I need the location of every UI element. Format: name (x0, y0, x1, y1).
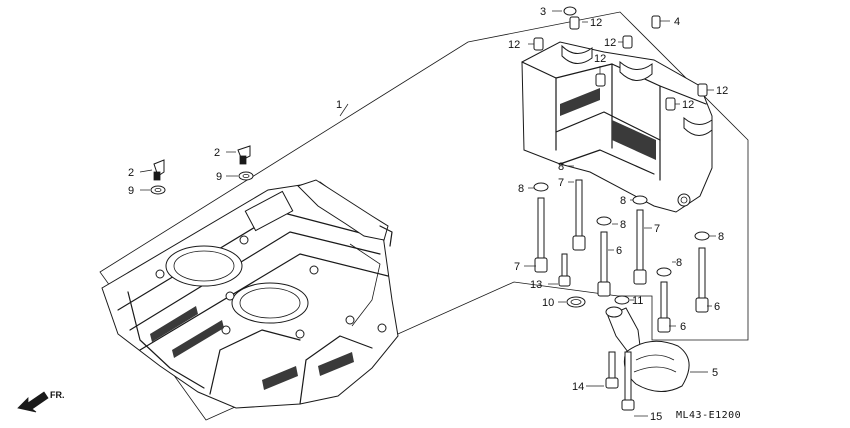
direction-label: FR. (50, 390, 65, 400)
callout-8: 8 (558, 161, 564, 173)
oil-strainer[interactable] (605, 306, 690, 392)
callout-7: 7 (514, 261, 520, 273)
dowel-pin[interactable] (533, 37, 544, 51)
crankcase-bolt[interactable] (596, 216, 612, 297)
crankcase-bolt[interactable] (533, 182, 549, 273)
lower-crankcase[interactable] (101, 179, 399, 409)
callout-7: 7 (558, 177, 564, 189)
callout-2: 2 (128, 167, 134, 179)
arrow-icon (17, 391, 49, 413)
callout-12: 12 (604, 37, 616, 49)
callout-12: 12 (590, 17, 602, 29)
leader-lines (139, 10, 716, 417)
dowel-pin[interactable] (622, 35, 633, 49)
callout-13: 13 (530, 279, 542, 291)
callout-10: 10 (542, 297, 554, 309)
callout-8: 8 (620, 195, 626, 207)
diagram-code: ML43-E1200 (676, 410, 741, 421)
callout-6: 6 (714, 301, 720, 313)
bolt-group (533, 179, 710, 333)
callout-11: 11 (632, 295, 643, 307)
callout-14: 14 (572, 381, 584, 393)
callout-8: 8 (518, 183, 524, 195)
callout-6: 6 (616, 245, 622, 257)
callout-3: 3 (540, 6, 546, 18)
callout-8: 8 (718, 231, 724, 243)
callout-15: 15 (650, 411, 662, 423)
upper-crankcase[interactable] (521, 41, 713, 213)
callout-7: 7 (654, 223, 660, 235)
o-ring-10[interactable] (566, 296, 586, 308)
fitting-right[interactable] (237, 145, 251, 165)
assembly-outline (99, 11, 749, 421)
callout-8: 8 (676, 257, 682, 269)
callout-9: 9 (128, 185, 134, 197)
callout-12: 12 (682, 99, 694, 111)
dowel-pin[interactable] (569, 16, 580, 30)
callout-12: 12 (716, 85, 728, 97)
callout-4: 4 (674, 16, 680, 28)
callout-9: 9 (216, 171, 222, 183)
callout-2: 2 (214, 147, 220, 159)
strainer-bolt-15[interactable] (621, 351, 635, 411)
orifice-pin[interactable] (651, 15, 661, 29)
front-direction-arrow: FR. (17, 390, 65, 413)
dowel-pin[interactable] (697, 83, 708, 97)
callout-6: 6 (680, 321, 686, 333)
crankcase-bolt[interactable] (572, 179, 586, 251)
dowel-pin[interactable] (595, 73, 606, 87)
crankcase-bolt[interactable] (694, 231, 710, 313)
o-ring-11[interactable] (614, 295, 630, 305)
callout-1: 1 (336, 99, 342, 111)
callout-12: 12 (594, 53, 606, 65)
small-bolt[interactable] (558, 253, 571, 287)
sealing-washer[interactable] (150, 185, 166, 195)
sealing-washer[interactable] (238, 171, 254, 181)
fitting-left[interactable] (153, 159, 165, 181)
callout-8: 8 (620, 219, 626, 231)
crankcase-bolt[interactable] (656, 267, 672, 333)
oil-jet-cap[interactable] (563, 6, 577, 16)
dowel-pin[interactable] (665, 97, 676, 111)
crankcase-bolt[interactable] (632, 195, 648, 285)
callout-5: 5 (712, 367, 718, 379)
callout-12: 12 (508, 39, 520, 51)
strainer-bolt-14[interactable] (605, 351, 619, 389)
